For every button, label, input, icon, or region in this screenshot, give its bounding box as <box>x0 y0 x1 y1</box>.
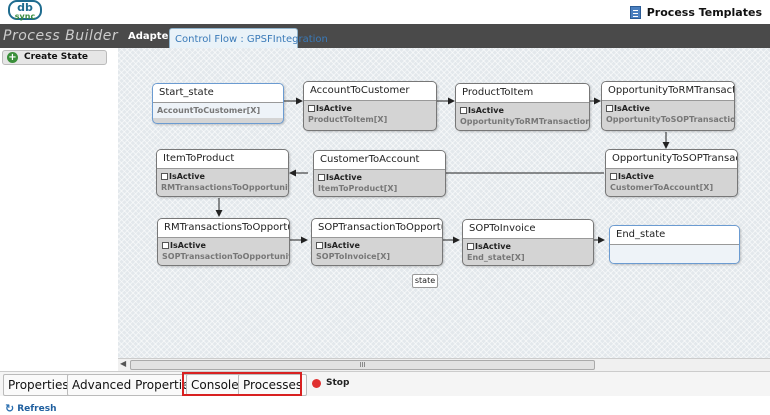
state-node-start[interactable]: Start_state AccountToCustomer[X] <box>152 83 284 124</box>
stop-button[interactable]: Stop <box>312 378 349 388</box>
connector-arrows <box>215 97 670 244</box>
dbsync-logo: db sync <box>8 0 42 21</box>
logo-subtext: sync <box>14 12 36 21</box>
isactive-label: IsActive <box>614 104 650 113</box>
scroll-thumb[interactable]: III <box>130 360 595 370</box>
document-icon <box>629 5 641 19</box>
create-state-label: Create State <box>24 52 89 62</box>
state-title: AccountToCustomer <box>304 82 436 101</box>
state-node-product-to-item[interactable]: ProductToItem IsActive OpportunityToRMTr… <box>455 83 590 131</box>
isactive-checkbox[interactable] <box>610 173 617 180</box>
refresh-icon: ↻ <box>5 402 15 415</box>
isactive-label: IsActive <box>324 241 360 250</box>
isactive-checkbox[interactable] <box>467 243 474 250</box>
state-title: ProductToItem <box>456 84 589 103</box>
stop-icon <box>312 378 321 388</box>
isactive-label: IsActive <box>326 173 362 182</box>
state-node-sop-transaction-to-opportunity[interactable]: SOPTransactionToOpportunity IsActive SOP… <box>311 218 443 266</box>
state-button[interactable]: state <box>412 274 438 288</box>
create-state-button[interactable]: + Create State <box>2 50 107 65</box>
refresh-button[interactable]: ↻ Refresh <box>5 402 56 415</box>
transition-link[interactable]: CustomerToAccount[X] <box>610 183 714 192</box>
isactive-checkbox[interactable] <box>308 105 315 112</box>
isactive-checkbox[interactable] <box>606 105 613 112</box>
transition-link[interactable]: SOPToInvoice[X] <box>316 252 391 261</box>
isactive-checkbox[interactable] <box>162 242 169 249</box>
state-node-account-to-customer[interactable]: AccountToCustomer IsActive ProductToItem… <box>303 81 437 131</box>
state-node-sop-to-invoice[interactable]: SOPToInvoice IsActive End_state[X] <box>462 219 594 266</box>
isactive-label: IsActive <box>170 241 206 250</box>
app-title: Process Builder <box>3 28 119 44</box>
scroll-left-icon[interactable]: ◀ <box>120 359 127 368</box>
state-title: SOPToInvoice <box>463 220 593 239</box>
isactive-label: IsActive <box>618 172 654 181</box>
state-title: RMTransactionsToOpportunity <box>158 219 289 238</box>
logo-text: db <box>17 1 33 14</box>
state-node-end[interactable]: End_state <box>609 225 740 264</box>
isactive-label: IsActive <box>475 242 511 251</box>
transition-link[interactable]: RMTransactionsToOpportunity[X] <box>161 183 288 192</box>
state-node-rm-transactions-to-opportunity[interactable]: RMTransactionsToOpportunity IsActive SOP… <box>157 218 290 266</box>
isactive-checkbox[interactable] <box>460 107 467 114</box>
state-title: OpportunityToRMTransactions <box>602 82 734 101</box>
state-title: End_state <box>610 226 739 245</box>
state-node-item-to-product[interactable]: ItemToProduct IsActive RMTransactionsToO… <box>156 149 289 197</box>
isactive-label: IsActive <box>468 106 504 115</box>
bottom-tab-bar: Properties Advanced Properties Console P… <box>0 371 770 396</box>
state-node-opportunity-to-sop-transaction[interactable]: OpportunityToSOPTransaction IsActive Cus… <box>605 149 738 197</box>
horizontal-scrollbar[interactable]: ◀ III <box>118 358 770 371</box>
isactive-checkbox[interactable] <box>316 242 323 249</box>
process-templates-button[interactable]: Process Templates <box>629 4 762 20</box>
highlight-box <box>182 372 302 396</box>
transition-link[interactable]: ProductToItem[X] <box>308 115 388 124</box>
sidebar <box>0 48 117 370</box>
transition-link[interactable]: OpportunityToSOPTransaction[X] <box>606 115 734 124</box>
transition-link[interactable]: SOPTransactionToOpportunity[X] <box>162 252 289 261</box>
isactive-label: IsActive <box>169 172 205 181</box>
isactive-checkbox[interactable] <box>318 174 325 181</box>
isactive-label: IsActive <box>316 104 352 113</box>
isactive-checkbox[interactable] <box>161 173 168 180</box>
transition-link[interactable]: End_state[X] <box>467 253 525 262</box>
state-title: Start_state <box>153 84 283 103</box>
stop-label: Stop <box>326 378 350 388</box>
tab-properties[interactable]: Properties <box>3 374 74 396</box>
transition-link[interactable]: AccountToCustomer[X] <box>157 106 261 115</box>
state-title: CustomerToAccount <box>314 151 445 170</box>
process-templates-label: Process Templates <box>646 5 762 19</box>
add-icon: + <box>7 52 18 63</box>
refresh-label: Refresh <box>17 403 57 414</box>
tab-control-flow[interactable]: Control Flow : GPSFIntegration <box>169 28 328 48</box>
state-title: OpportunityToSOPTransaction <box>606 150 737 169</box>
transition-link[interactable]: ItemToProduct[X] <box>318 184 398 193</box>
tab-adapters[interactable]: Adapters <box>128 31 180 42</box>
state-title: SOPTransactionToOpportunity <box>312 219 442 238</box>
flow-canvas[interactable]: Start_state AccountToCustomer[X] Account… <box>118 48 770 358</box>
state-node-customer-to-account[interactable]: CustomerToAccount IsActive ItemToProduct… <box>313 150 446 197</box>
state-node-opportunity-to-rm-transactions[interactable]: OpportunityToRMTransactions IsActive Opp… <box>601 81 735 131</box>
transition-link[interactable]: OpportunityToRMTransactions[X] <box>460 117 589 126</box>
tab-advanced-properties[interactable]: Advanced Properties <box>67 374 201 396</box>
state-title: ItemToProduct <box>157 150 288 169</box>
tab-processes[interactable]: Processes <box>238 374 308 396</box>
top-header: db sync Process Templates <box>0 0 770 24</box>
toolbar <box>0 24 770 48</box>
tab-console[interactable]: Console <box>186 374 244 396</box>
